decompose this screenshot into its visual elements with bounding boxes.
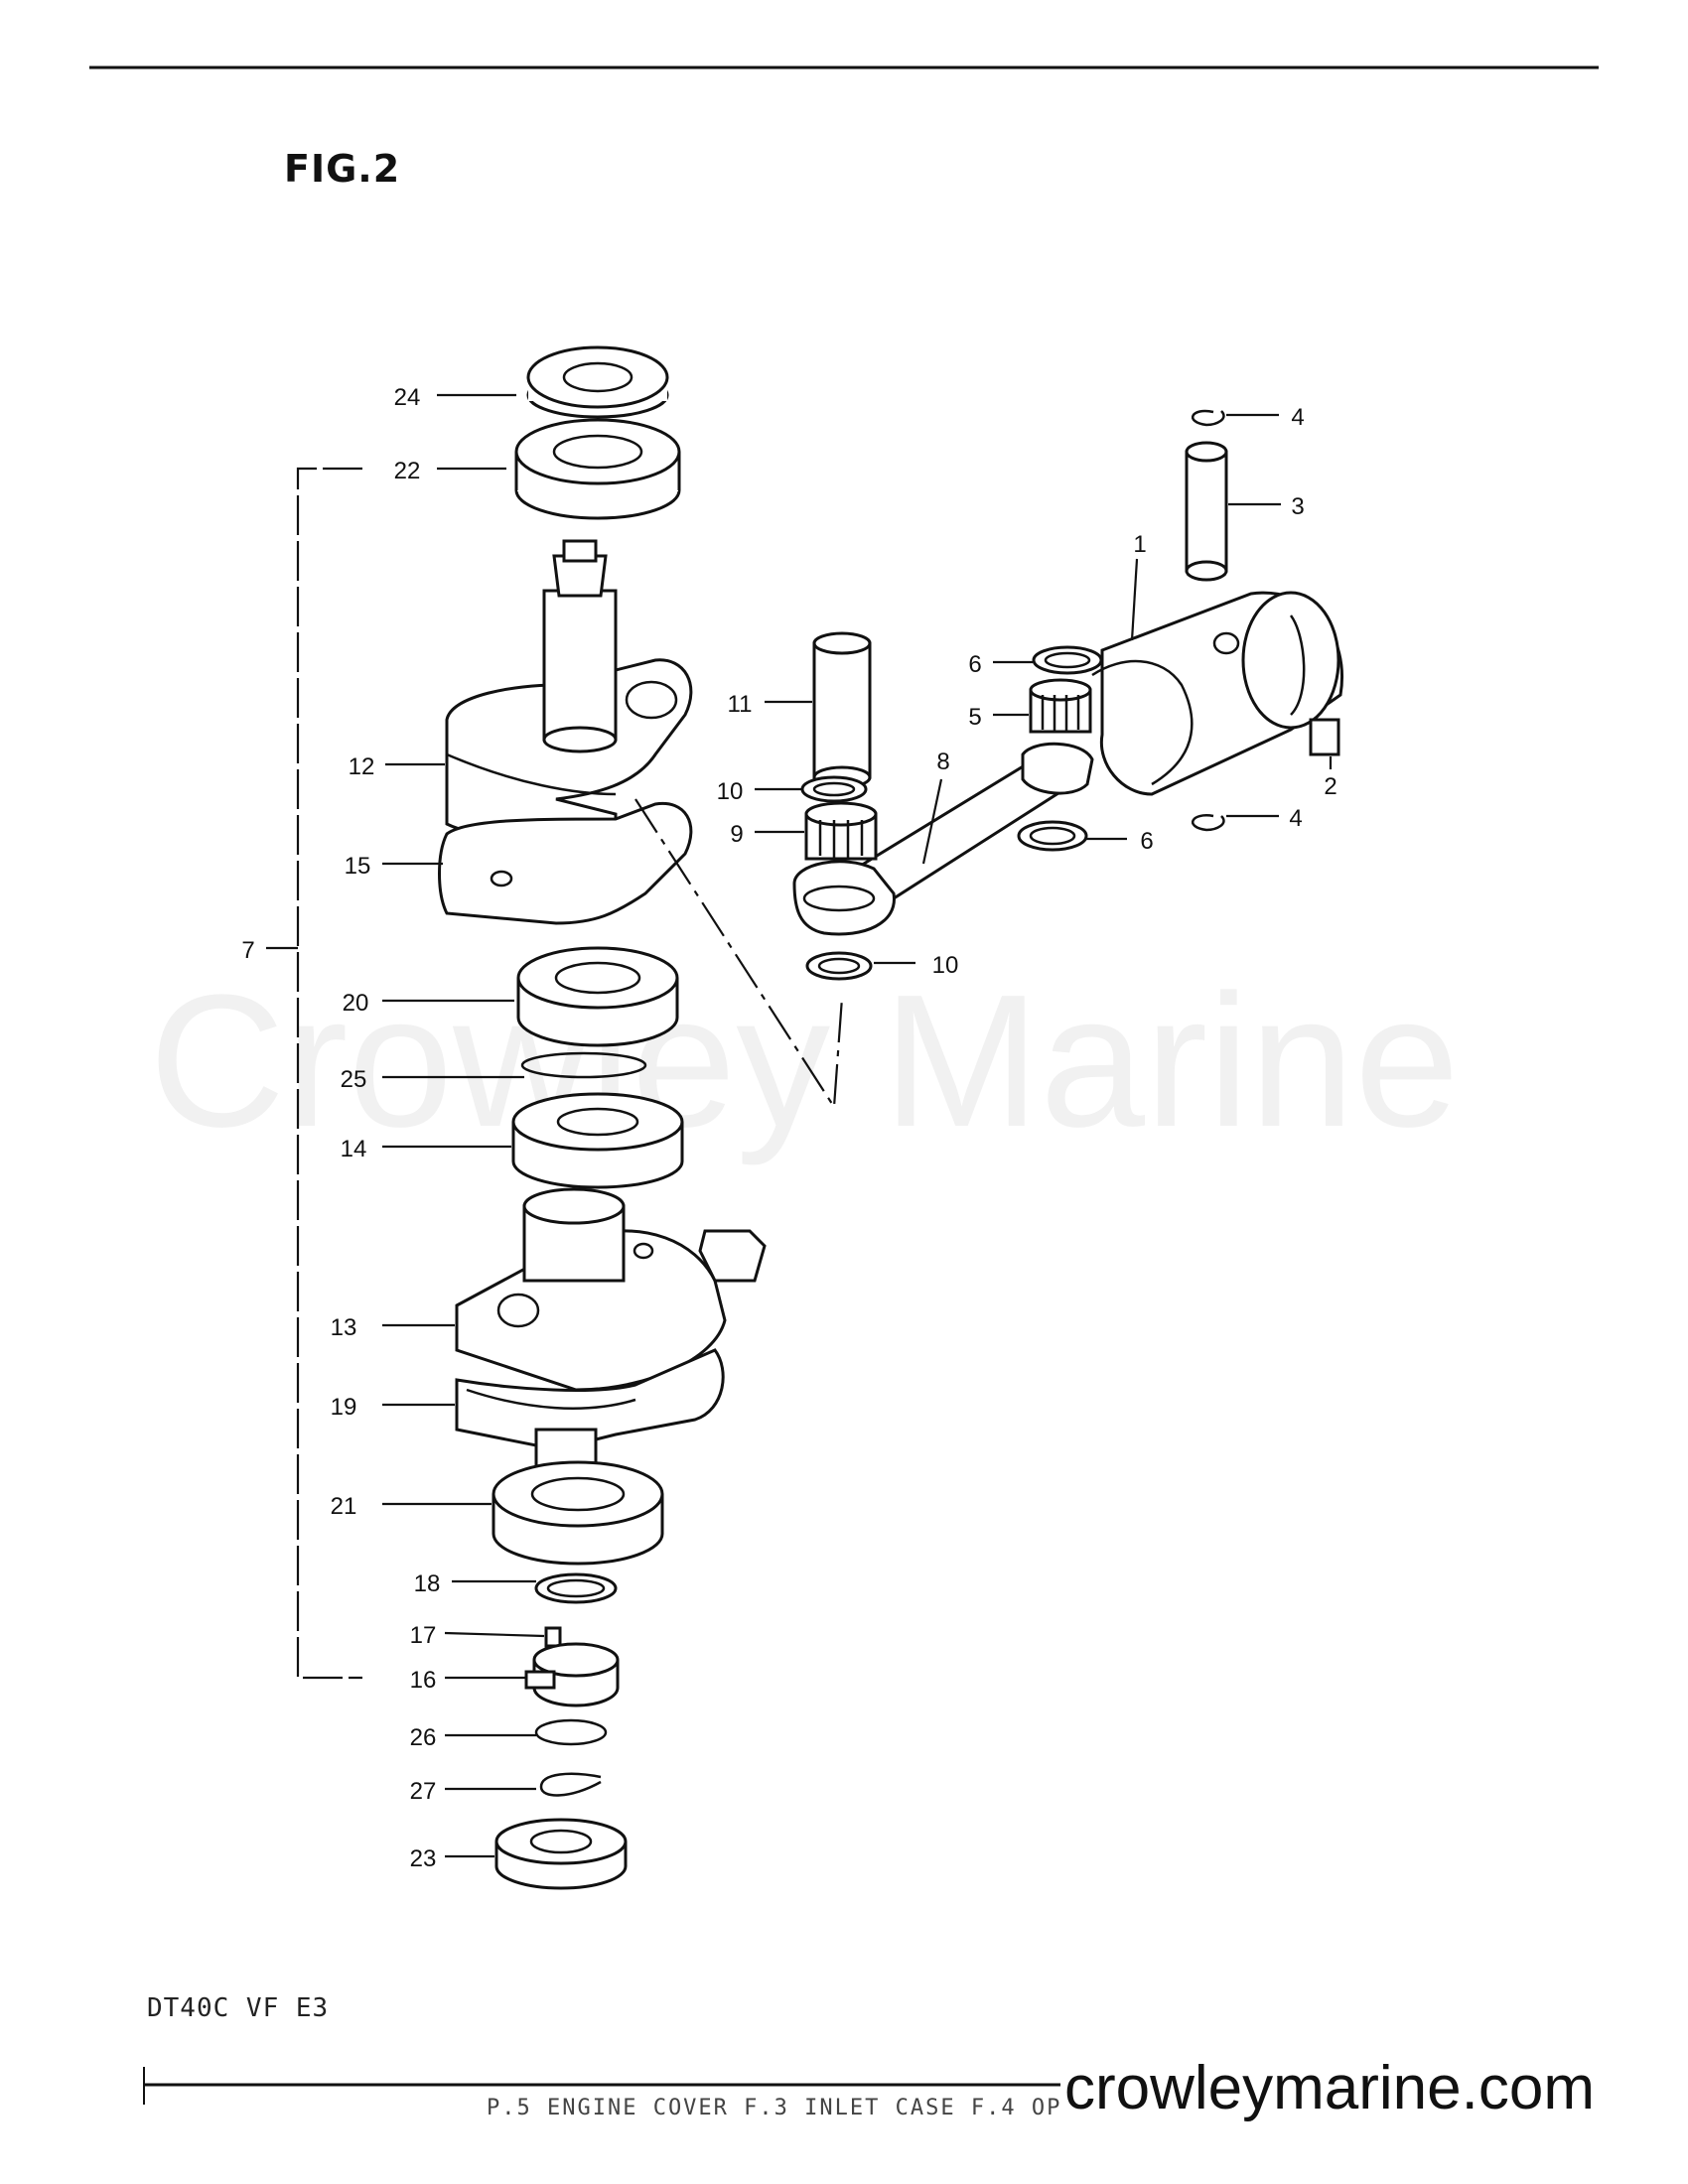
label-4-upper: 4 — [1291, 404, 1304, 431]
washer-10-upper — [800, 775, 868, 803]
oil-seal-upper — [526, 345, 669, 419]
needle-bearing-large — [804, 801, 878, 861]
label-17: 17 — [410, 1622, 437, 1649]
label-13: 13 — [331, 1314, 357, 1341]
piston-pin — [1185, 441, 1228, 582]
piston-pin-clip-upper — [1192, 409, 1225, 427]
label-10-lower: 10 — [932, 952, 959, 979]
key-17 — [544, 1626, 562, 1648]
piston — [1091, 591, 1343, 796]
figure-title: FIG.2 — [284, 147, 401, 191]
bearing-20 — [516, 946, 679, 1047]
label-12: 12 — [349, 753, 375, 780]
label-16: 16 — [410, 1667, 437, 1694]
label-26: 26 — [410, 1724, 437, 1751]
label-22: 22 — [394, 458, 421, 484]
label-14: 14 — [341, 1136, 367, 1162]
label-6-lower: 6 — [1140, 828, 1153, 855]
crank-web-15 — [438, 801, 693, 925]
washer-6-lower — [1017, 820, 1088, 852]
label-15: 15 — [345, 853, 371, 880]
label-25: 25 — [341, 1066, 367, 1093]
crank-web-upper — [445, 539, 693, 843]
label-3: 3 — [1291, 493, 1304, 520]
label-2: 2 — [1324, 773, 1336, 800]
centerline — [634, 798, 844, 1111]
washer-26 — [534, 1718, 608, 1746]
circlip-27 — [539, 1772, 602, 1797]
label-19: 19 — [331, 1394, 357, 1421]
connecting-rod — [792, 742, 1094, 936]
oil-seal-lower — [494, 1818, 628, 1890]
label-10-upper: 10 — [717, 778, 744, 805]
crank-web-19 — [455, 1348, 725, 1471]
label-27: 27 — [410, 1778, 437, 1805]
ring-25 — [520, 1051, 647, 1079]
label-7: 7 — [241, 937, 254, 964]
coupling-16 — [524, 1642, 620, 1707]
label-5: 5 — [968, 704, 981, 731]
washer-10-lower — [805, 951, 873, 981]
label-24: 24 — [394, 384, 421, 411]
bearing-21 — [492, 1460, 664, 1566]
label-6-upper: 6 — [968, 651, 981, 678]
needle-bearing-small — [1029, 678, 1092, 734]
washer-18 — [534, 1572, 618, 1604]
label-9: 9 — [730, 821, 743, 848]
footer-reference-text: P.5 ENGINE COVER F.3 INLET CASE F.4 OPTS — [487, 2096, 1092, 2120]
bearing-upper — [514, 418, 681, 520]
seal-housing-14 — [511, 1092, 684, 1189]
label-8: 8 — [936, 749, 949, 775]
label-20: 20 — [343, 990, 369, 1017]
label-18: 18 — [414, 1570, 441, 1597]
crank-web-lower — [455, 1187, 767, 1392]
label-4-lower: 4 — [1289, 805, 1302, 832]
label-23: 23 — [410, 1845, 437, 1872]
piston-pin-clip-lower — [1192, 814, 1225, 832]
washer-6-upper — [1032, 645, 1103, 675]
label-1: 1 — [1133, 531, 1146, 558]
label-11: 11 — [728, 691, 753, 718]
assembly-bracket — [296, 467, 362, 1680]
label-21: 21 — [331, 1493, 357, 1520]
crank-pin — [812, 631, 872, 789]
site-url[interactable]: crowleymarine.com — [1059, 2053, 1599, 2123]
model-code: DT40C VF E3 — [147, 1993, 330, 2023]
